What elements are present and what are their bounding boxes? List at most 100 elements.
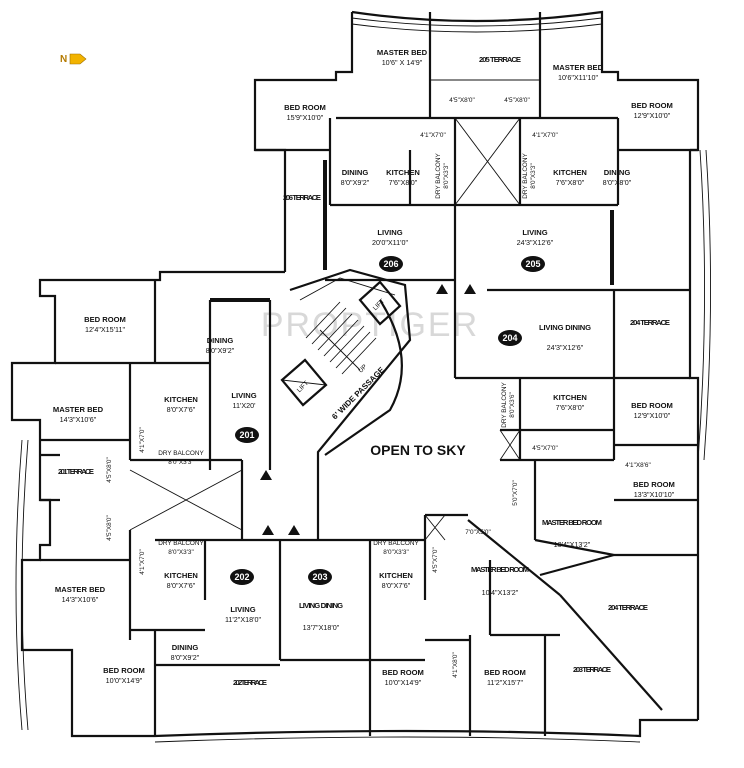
svg-text:204: 204 bbox=[502, 333, 517, 343]
svg-text:203: 203 bbox=[312, 572, 327, 582]
svg-text:DINING: DINING bbox=[172, 643, 199, 652]
dimension-labels: 4'5"X8'0" 4'5"X8'0" 4'1"X7'0" 4'1"X7'0" … bbox=[106, 97, 651, 678]
dim-label: 4'1"X7'0" bbox=[420, 132, 445, 139]
svg-text:LIVING: LIVING bbox=[230, 605, 255, 614]
svg-text:8'0"X3'3": 8'0"X3'3" bbox=[168, 549, 193, 556]
svg-text:15'9"X10'0": 15'9"X10'0" bbox=[287, 113, 324, 122]
room-label: 205 TERRACE bbox=[479, 55, 521, 64]
svg-text:202: 202 bbox=[234, 572, 249, 582]
svg-text:DRY BALCONY: DRY BALCONY bbox=[435, 152, 442, 198]
flat-badges: 206 205 204 201 202 203 bbox=[230, 256, 545, 585]
dim-label: 4'5"X7'0" bbox=[432, 547, 439, 572]
svg-text:KITCHEN: KITCHEN bbox=[164, 571, 198, 580]
svg-text:DRY BALCONY: DRY BALCONY bbox=[522, 152, 529, 198]
svg-text:8'0"X3'3": 8'0"X3'3" bbox=[443, 163, 450, 188]
svg-text:MASTER BED: MASTER BED bbox=[553, 63, 604, 72]
svg-text:8'0"X3'3": 8'0"X3'3" bbox=[530, 163, 537, 188]
flat-badge-203: 203 bbox=[308, 569, 332, 585]
svg-text:10'6" X 14'9": 10'6" X 14'9" bbox=[382, 58, 423, 67]
svg-text:BED ROOM: BED ROOM bbox=[103, 666, 145, 675]
svg-text:14'3"X10'6": 14'3"X10'6" bbox=[60, 415, 97, 424]
svg-text:BED ROOM: BED ROOM bbox=[84, 315, 126, 324]
dim-label: 4'5"X8'0" bbox=[106, 515, 113, 540]
svg-text:10'0"X14'9": 10'0"X14'9" bbox=[385, 678, 422, 687]
svg-text:MASTER BED: MASTER BED bbox=[55, 585, 106, 594]
svg-text:DINING: DINING bbox=[342, 168, 369, 177]
dim-label: 4'5"X7'0" bbox=[532, 445, 557, 452]
svg-text:202 TERRACE: 202 TERRACE bbox=[233, 678, 267, 687]
svg-text:8'0"X3'6": 8'0"X3'6" bbox=[509, 392, 516, 417]
svg-text:7'6"X8'0": 7'6"X8'0" bbox=[556, 403, 585, 412]
room-label: 201 TERRACE bbox=[58, 467, 94, 476]
flat-badge-201: 201 bbox=[235, 427, 259, 443]
lift-left: LIFT bbox=[280, 358, 328, 407]
svg-text:BED ROOM: BED ROOM bbox=[284, 103, 326, 112]
svg-text:LIVING: LIVING bbox=[231, 391, 256, 400]
dim-label: 4'1"X7'0" bbox=[139, 549, 146, 574]
dry-balcony-label: DRY BALCONY 8'0"X3'3" bbox=[158, 540, 204, 556]
dim-label: 4'5"X8'0" bbox=[504, 97, 529, 104]
svg-text:LIVING: LIVING bbox=[377, 228, 402, 237]
svg-text:12'4"X15'11": 12'4"X15'11" bbox=[85, 325, 126, 334]
svg-text:DRY BALCONY: DRY BALCONY bbox=[158, 540, 204, 547]
interior-walls bbox=[40, 12, 698, 736]
svg-text:DRY BALCONY: DRY BALCONY bbox=[158, 450, 204, 457]
svg-text:14'3"X10'6": 14'3"X10'6" bbox=[62, 595, 99, 604]
svg-text:MASTER BED: MASTER BED bbox=[53, 405, 104, 414]
svg-text:7'6"X8'0": 7'6"X8'0" bbox=[556, 178, 585, 187]
dim-label: 7'0"X5'0" bbox=[465, 529, 490, 536]
svg-text:8'0"X9'2": 8'0"X9'2" bbox=[341, 178, 370, 187]
room-label: 204 TERRACE bbox=[630, 318, 670, 327]
north-arrow-icon: N bbox=[60, 53, 87, 65]
svg-text:KITCHEN: KITCHEN bbox=[386, 168, 420, 177]
room-label: 206 TERRACE bbox=[283, 193, 321, 202]
dim-label: 4'1"X8'0" bbox=[452, 652, 459, 677]
open-to-sky-label: OPEN TO SKY bbox=[370, 442, 466, 458]
north-label: N bbox=[60, 54, 67, 65]
flat-badge-206: 206 bbox=[379, 256, 403, 272]
room-label: 202 TERRACE bbox=[233, 678, 267, 687]
dim-label: 4'5"X8'0" bbox=[106, 457, 113, 482]
svg-text:12'9"X10'0": 12'9"X10'0" bbox=[634, 411, 671, 420]
svg-text:KITCHEN: KITCHEN bbox=[553, 168, 587, 177]
svg-text:204 TERRACE: 204 TERRACE bbox=[630, 318, 670, 327]
svg-text:MASTER BED: MASTER BED bbox=[377, 48, 428, 57]
svg-text:LIVING DINING: LIVING DINING bbox=[539, 323, 591, 332]
svg-text:203 TERRACE: 203 TERRACE bbox=[573, 665, 611, 674]
svg-text:BED ROOM: BED ROOM bbox=[631, 401, 673, 410]
svg-text:BED ROOM: BED ROOM bbox=[382, 668, 424, 677]
svg-text:8'0"X9'2": 8'0"X9'2" bbox=[206, 346, 235, 355]
svg-text:11'2"X15'7": 11'2"X15'7" bbox=[487, 678, 524, 687]
svg-text:205 TERRACE: 205 TERRACE bbox=[479, 55, 521, 64]
svg-text:10'4"X13'2": 10'4"X13'2" bbox=[482, 588, 519, 597]
stairs-up-label: UP bbox=[357, 363, 368, 374]
dim-label: 4'5"X8'0" bbox=[449, 97, 474, 104]
dim-label: 4'1"X8'6" bbox=[625, 462, 650, 469]
svg-text:11'2"X18'0": 11'2"X18'0" bbox=[225, 615, 262, 624]
svg-text:10'6"X11'10": 10'6"X11'10" bbox=[558, 73, 599, 82]
svg-text:13'3"X10'10": 13'3"X10'10" bbox=[634, 490, 675, 499]
